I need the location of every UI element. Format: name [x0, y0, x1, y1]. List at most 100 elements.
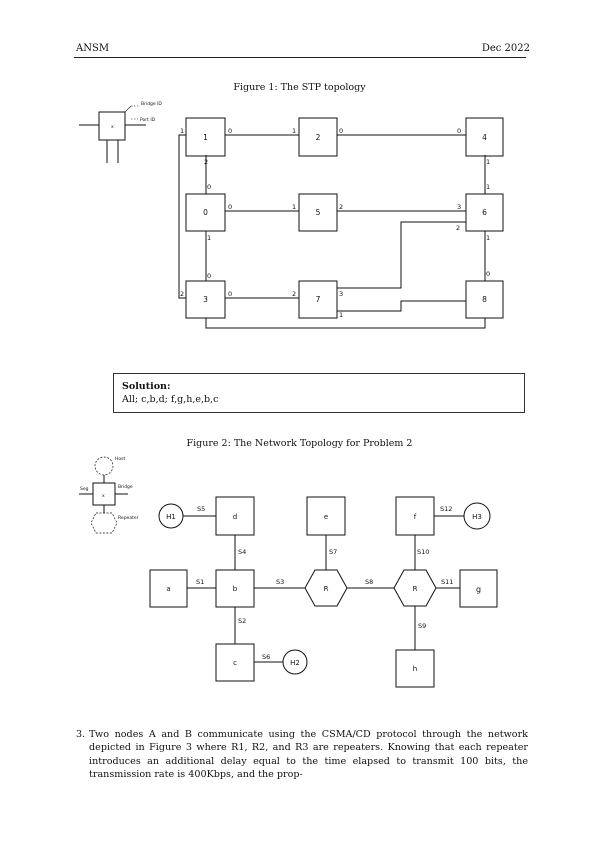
port-label: 0: [486, 270, 490, 278]
host-h1: [158, 503, 184, 529]
switch-8: [465, 280, 504, 319]
bridge-c-label: c: [233, 659, 237, 667]
bridge-e: [306, 496, 346, 536]
host-h1-label: H1: [166, 513, 176, 521]
port-label: 0: [207, 183, 211, 191]
fig2-legend-right: Bridge: [118, 484, 133, 490]
switch-7-label: 7: [316, 295, 321, 304]
port-label: 0: [339, 127, 343, 135]
port-label: 2: [292, 290, 296, 298]
port-label: 2: [204, 158, 208, 166]
fig1-legend-box: [98, 111, 126, 141]
port-label: 1: [486, 234, 490, 242]
bridge-g: [459, 569, 498, 608]
port-label: 1: [180, 127, 184, 135]
port-label: 3: [457, 203, 461, 211]
figure1-caption: Figure 1: The STP topology: [233, 82, 366, 93]
fig2-legend-bottom: Repeater: [118, 515, 139, 521]
fig2-links: [183, 515, 464, 663]
segment-label: S1: [196, 578, 204, 586]
header-rule: [74, 57, 526, 58]
port-label: 0: [228, 290, 232, 298]
fig2-legend-top: Host: [115, 456, 125, 462]
problem-3: 3. Two nodes A and B communicate using t…: [76, 728, 528, 782]
switch-2-label: 2: [316, 133, 321, 142]
switch-3: [185, 280, 226, 319]
switch-1-label: 1: [203, 133, 208, 142]
fig2-legend-left: Seg: [80, 486, 89, 492]
solution-text: All; c,b,d; f,g,h,e,b,c: [122, 394, 219, 405]
switch-4-label: 4: [482, 133, 487, 142]
switch-8-label: 8: [482, 295, 487, 304]
bridge-a: [149, 569, 188, 608]
bridge-f-label: f: [414, 513, 417, 521]
bridge-a-label: a: [166, 585, 170, 593]
segment-label: S3: [276, 578, 284, 586]
fig1-legend-upper: Bridge ID: [141, 101, 162, 107]
switch-5: [298, 193, 338, 232]
fig1-legend-right: Port ID: [140, 117, 156, 123]
switch-5-label: 5: [316, 208, 321, 217]
segment-label: S12: [440, 505, 452, 513]
segment-label: S8: [365, 578, 373, 586]
host-h3: [463, 502, 491, 530]
port-label: 0: [228, 203, 232, 211]
repeater-r-right-label: R: [413, 585, 418, 593]
segment-label: S6: [262, 653, 270, 661]
switch-7: [298, 280, 338, 319]
port-label: 1: [486, 183, 490, 191]
port-label: 1: [207, 234, 211, 242]
fig1-legend-center: x: [111, 125, 114, 130]
bridge-b: [215, 569, 255, 608]
switch-4: [465, 117, 504, 157]
running-header-right: Dec 2022: [481, 43, 530, 54]
repeater-r-left: [304, 569, 348, 607]
port-label: 0: [457, 127, 461, 135]
segment-label: S7: [329, 548, 337, 556]
bridge-f: [395, 496, 435, 536]
figure2-caption: Figure 2: The Network Topology for Probl…: [186, 438, 413, 449]
bridge-d: [215, 496, 255, 536]
port-label: 2: [180, 290, 184, 298]
bridge-b-label: b: [233, 585, 238, 593]
segment-label: S4: [238, 548, 246, 556]
port-label: 2: [456, 224, 460, 232]
port-label: 3: [339, 290, 343, 298]
switch-6-label: 6: [482, 208, 487, 217]
port-label: 2: [339, 203, 343, 211]
port-label: 1: [292, 203, 296, 211]
bridge-g-label: g: [476, 585, 481, 594]
segment-label: S10: [417, 548, 429, 556]
port-label: 0: [228, 127, 232, 135]
repeater-r-right: [393, 569, 437, 607]
problem-3-text: Two nodes A and B communicate using the …: [89, 729, 528, 781]
bridge-c: [215, 643, 255, 682]
switch-1: [185, 117, 226, 157]
port-label: 1: [486, 158, 490, 166]
port-label: 0: [207, 272, 211, 280]
segment-label: S11: [441, 578, 453, 586]
running-header-left: ANSM: [76, 43, 110, 54]
segment-label: S9: [418, 622, 426, 630]
segment-label: S5: [197, 505, 205, 513]
bridge-h-label: h: [413, 665, 417, 673]
bridge-d-label: d: [233, 513, 237, 521]
fig1-links: [178, 134, 486, 329]
switch-0-label: 0: [203, 208, 208, 217]
bridge-e-label: e: [324, 513, 328, 521]
switch-6: [465, 193, 504, 232]
fig2-legend: [79, 456, 128, 534]
switch-3-label: 3: [203, 295, 208, 304]
host-h2: [282, 649, 308, 675]
host-h2-label: H2: [290, 659, 300, 667]
bridge-h: [395, 649, 435, 688]
port-label: 1: [339, 311, 343, 319]
switch-2: [298, 117, 338, 157]
host-h3-label: H3: [472, 513, 482, 521]
switch-0: [185, 193, 226, 232]
problem-3-number: 3.: [76, 729, 86, 740]
solution-box: Solution: All; c,b,d; f,g,h,e,b,c: [113, 373, 525, 413]
solution-title: Solution:: [122, 381, 171, 392]
segment-label: S2: [238, 617, 246, 625]
